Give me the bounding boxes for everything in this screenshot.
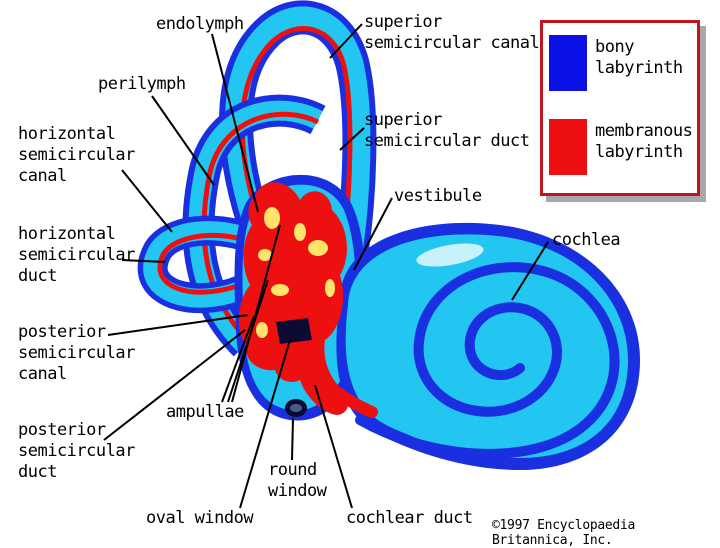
label-posterior-semicircular-duct: posterior semicircular duct: [18, 420, 135, 482]
label-cochlear-duct: cochlear duct: [346, 508, 473, 528]
legend: bony labyrinth membranous labyrinth: [540, 20, 700, 196]
copyright-notice: ©1997 Encyclopaedia Britannica, Inc.: [492, 518, 636, 548]
label-oval-window: oval window: [146, 508, 254, 528]
ampulla-highlight: [271, 284, 289, 296]
ampulla-highlight: [325, 279, 335, 297]
legend-label-membranous: membranous labyrinth: [595, 121, 693, 162]
cochlea-sheen: [416, 243, 484, 267]
round-window-rim: [290, 404, 302, 412]
label-superior-semicircular-duct: superior semicircular duct: [364, 110, 530, 151]
label-vestibule: vestibule: [394, 186, 482, 206]
label-cochlea: cochlea: [552, 230, 621, 250]
label-horizontal-semicircular-duct: horizontal semicircular duct: [18, 224, 135, 286]
label-round-window: round window: [268, 460, 327, 501]
ampulla-highlight: [294, 223, 306, 241]
label-posterior-semicircular-canal: posterior semicircular canal: [18, 322, 135, 384]
ampulla-highlight: [258, 249, 272, 261]
legend-swatch-bony: [549, 35, 587, 91]
label-endolymph: endolymph: [156, 14, 244, 34]
cochlea-spiral: [355, 262, 620, 459]
ampulla-highlight: [308, 240, 328, 256]
legend-swatch-membranous: [549, 119, 587, 175]
leader-lines: [103, 23, 549, 509]
label-ampullae: ampullae: [166, 402, 244, 422]
cochlear-duct-shape: [314, 374, 378, 418]
oval-window: [276, 318, 312, 344]
label-horizontal-semicircular-canal: horizontal semicircular canal: [18, 124, 135, 186]
ampulla-highlight: [256, 322, 268, 338]
legend-label-bony: bony labyrinth: [595, 37, 683, 78]
label-perilymph: perilymph: [98, 74, 186, 94]
cochlea-spiral-inner: [370, 277, 606, 442]
ampulla-highlight: [264, 207, 280, 229]
label-superior-semicircular-canal: superior semicircular canal: [364, 12, 540, 53]
